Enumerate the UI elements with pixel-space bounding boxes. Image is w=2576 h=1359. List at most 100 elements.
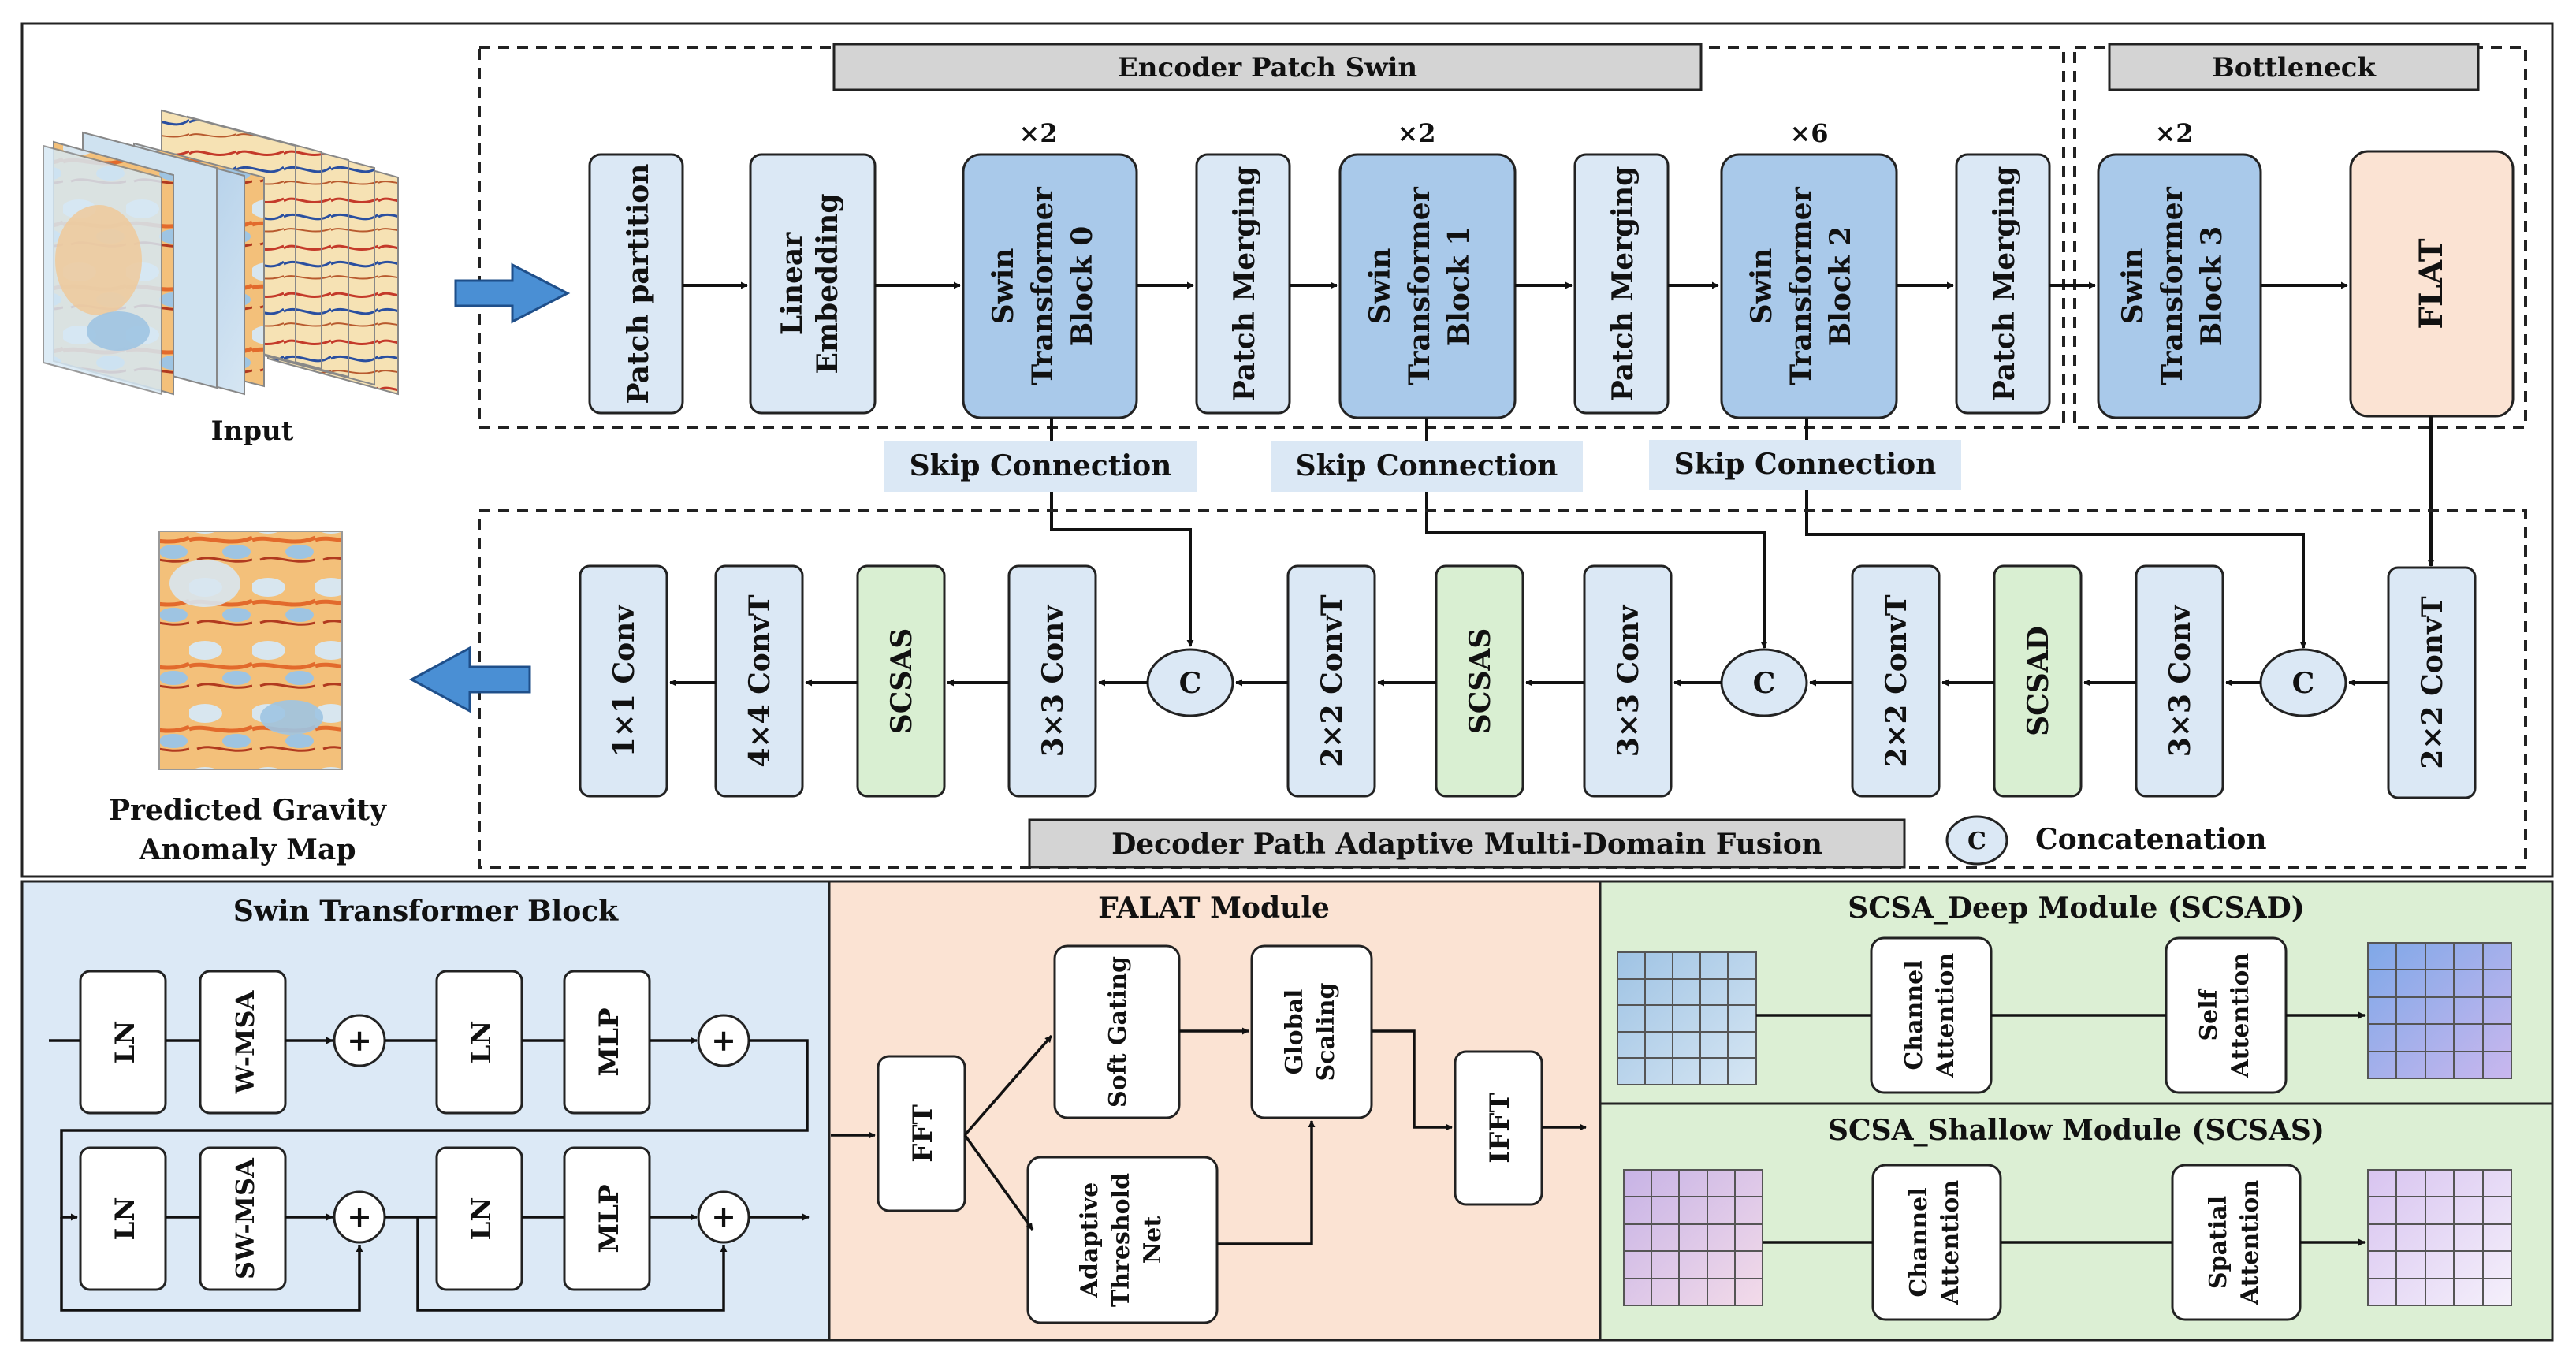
block-swin-3: Swin Transformer Block 3 [2097,153,2262,419]
output-gravity-map [158,531,343,770]
svg-text:LN: LN [110,1021,141,1064]
svg-text:Attention: Attention [2227,953,2254,1079]
scsad-self-attention: Self Attention [2165,936,2288,1094]
skip-label-0: Skip Connection [910,449,1172,482]
svg-text:Block 1: Block 1 [1442,226,1476,347]
svg-text:+: + [347,1199,372,1234]
svg-text:C: C [1967,828,1986,855]
block-convt-2x2-b: 2×2 ConvT [1851,564,1941,798]
svg-text:Block 0: Block 0 [1066,226,1099,347]
block-conv-1x1: 1×1 Conv [579,564,668,798]
svg-text:SW-MSA: SW-MSA [230,1157,260,1279]
block-scsas-a: SCSAS [856,564,946,798]
swin-row-2: LN SW-MSA + LN MLP + [79,1146,750,1291]
svg-text:FLAT: FLAT [2413,238,2450,329]
swin-ln-4 [435,1146,523,1291]
svg-text:LN: LN [466,1197,497,1241]
swin-swmsa [199,1146,287,1291]
svg-text:Global: Global [1281,989,1308,1075]
block-scsad: SCSAD [1993,564,2083,798]
svg-text:Attention: Attention [2236,1180,2264,1306]
input-label: Input [211,415,294,447]
svg-text:2×2 ConvT: 2×2 ConvT [2416,596,2449,769]
swin3-repeat: ×2 [2154,118,2193,148]
svg-text:Swin: Swin [1364,248,1397,325]
swin-row-1: LN W-MSA + LN MLP + [79,970,750,1115]
svg-text:2×2 ConvT: 2×2 ConvT [1880,594,1913,768]
swin-mlp-1 [563,970,651,1115]
input-image-stack [43,109,399,396]
scsas-spatial-attention: Spatial Attention [2171,1164,2302,1321]
block-conv-3x3-c: 3×3 Conv [2135,564,2224,798]
concat-node-b: C [1720,648,1808,717]
falat-fft: FFT [877,1055,966,1212]
svg-text:MLP: MLP [594,1184,625,1253]
svg-text:2×2 ConvT: 2×2 ConvT [1316,594,1349,768]
svg-text:Transformer: Transformer [1026,186,1059,385]
skip-label-2: Skip Connection [1674,448,1937,481]
svg-text:IFFT: IFFT [1484,1093,1516,1163]
svg-text:FFT: FFT [907,1104,939,1163]
falat-threshold-net: Adaptive Threshold Net [1026,1156,1219,1324]
svg-text:Net: Net [1139,1216,1167,1264]
svg-text:Spatial: Spatial [2205,1196,2232,1289]
bottleneck-title: Bottleneck [2212,52,2377,84]
swin-panel-title: Swin Transformer Block [233,895,619,928]
block-conv-3x3-b: 3×3 Conv [1583,564,1673,798]
svg-text:1×1 Conv: 1×1 Conv [608,605,641,758]
svg-text:SCSAS: SCSAS [885,628,918,735]
svg-text:Transformer: Transformer [1785,186,1818,385]
svg-text:SCSAS: SCSAS [1464,628,1497,735]
bottleneck-title-box [2108,43,2480,91]
scsas-panel-title: SCSA_Shallow Module (SCSAS) [1828,1114,2325,1147]
concat-node-c: C [2259,648,2347,717]
svg-text:Swin: Swin [1745,248,1778,325]
decoder-title: Decoder Path Adaptive Multi-Domain Fusio… [1111,828,1822,861]
svg-text:3×3 Conv: 3×3 Conv [1612,605,1645,758]
falat-global-scaling: Global Scaling [1250,944,1373,1119]
scsad-output-grid [2367,942,2512,1079]
block-scsas-b: SCSAS [1435,564,1524,798]
input-arrow [454,262,571,324]
block-swin-1: Swin Transformer Block 1 [1338,153,1517,419]
svg-text:W-MSA: W-MSA [230,989,260,1094]
skip-label-box-2 [1649,440,1961,490]
svg-text:MLP: MLP [594,1007,625,1076]
scsas-input-grid [1623,1169,1763,1306]
swin-ln-2 [435,970,523,1115]
svg-text:Soft Gating: Soft Gating [1104,956,1132,1108]
falat-panel-arrows [831,1027,1587,1245]
swin-mlp-2 [563,1146,651,1291]
top-frame [20,22,2554,878]
svg-text:Swin: Swin [987,248,1020,325]
svg-text:Channel: Channel [1900,960,1928,1070]
skip-label-1: Skip Connection [1296,449,1558,482]
block-patch-merging-0: Patch Merging [1195,153,1291,415]
block-convt-2x2-c: 2×2 ConvT [2387,566,2477,799]
output-label-line-1: Predicted Gravity [109,794,387,827]
block-patch-merging-1: Patch Merging [1573,153,1670,415]
svg-text:Transformer: Transformer [1403,186,1436,385]
svg-text:LN: LN [110,1197,141,1241]
svg-text:Channel: Channel [1905,1187,1933,1297]
skip-label-box-1 [1271,441,1583,492]
concat-legend-symbol: C [1945,815,2008,866]
scsas-channel-attention: Channel Attention [1871,1164,2002,1321]
concat-node-a: C [1146,648,1234,717]
concat-legend-label: Concatenation [2035,823,2267,856]
decoder-title-box [1028,818,1906,869]
scsad-channel-attention: Channel Attention [1870,936,1993,1094]
svg-text:LN: LN [466,1021,497,1064]
block-flat: FLAT [2349,150,2515,418]
swin2-repeat: ×6 [1789,118,1828,148]
block-conv-3x3-a: 3×3 Conv [1007,564,1097,798]
block-swin-2: Swin Transformer Block 2 [1720,153,1898,419]
svg-text:Swin: Swin [2116,248,2150,325]
svg-text:3×3 Conv: 3×3 Conv [2164,605,2197,758]
skip-label-box-0 [884,441,1197,492]
svg-text:Block 2: Block 2 [1824,226,1857,347]
svg-text:Adaptive: Adaptive [1076,1182,1104,1298]
output-arrow [408,646,531,713]
block-convt-2x2-a: 2×2 ConvT [1286,564,1376,798]
svg-text:C: C [2292,667,2315,700]
